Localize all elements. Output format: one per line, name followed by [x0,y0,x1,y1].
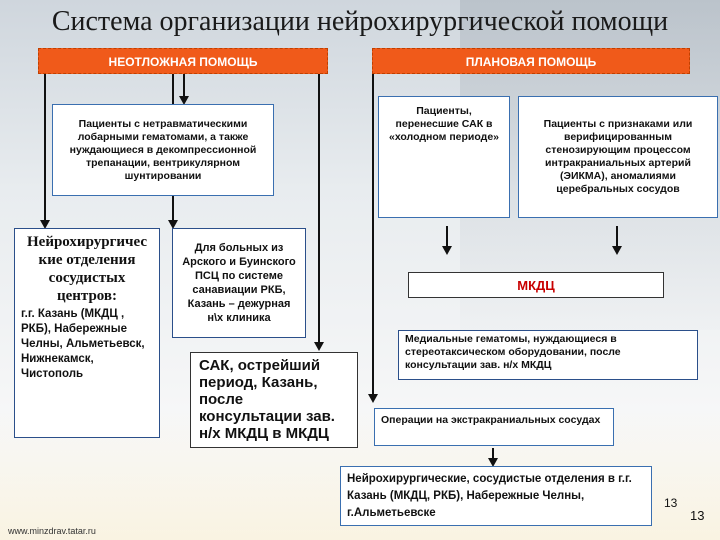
connector-left-trunk [44,74,46,222]
page-number-inner: 13 [664,496,678,510]
sak-cold-period-box: Пациенты, перенесшие САК в «холодном пер… [378,96,510,218]
page-title: Система организации нейрохирургической п… [51,6,669,37]
connector-planned-trunk [372,74,374,396]
arrow-to-arsk [168,220,178,229]
connector-sak-cold-to-mkdc [446,226,448,248]
nontraumatic-hematoma-box: Пациенты с нетравматическими лобарными г… [52,104,274,196]
planned-care-bar: ПЛАНОВАЯ ПОМОЩЬ [372,48,690,74]
emergency-care-bar: НЕОТЛОЖНАЯ ПОМОЩЬ [38,48,328,74]
stenosis-anomalies-box: Пациенты с признаками или верифицированн… [518,96,718,218]
connector-to-final [492,448,494,460]
final-departments-box: Нейрохирургические, сосудистые отделения… [340,466,652,526]
arrow-sak-cold-to-mkdc [442,246,452,255]
arrow-to-departments [40,220,50,229]
extracranial-surgery-box: Операции на экстракраниальных сосудах [374,408,614,446]
medial-hematoma-box: Медиальные гематомы, нуждающиеся в стере… [398,330,698,380]
page-number-outer: 13 [690,508,705,523]
arrow-stenosis-to-mkdc [612,246,622,255]
sak-acute-box: САК, острейший период, Казань, после кон… [190,352,358,448]
departments-cities: г.г. Казань (МКДЦ , РКБ), Набережные Чел… [21,308,145,380]
neurosurgical-departments-box: Нейрохирургичес кие отделения сосудистых… [14,228,160,438]
arsk-buinsk-box: Для больных из Арского и Буинского ПСЦ п… [172,228,306,338]
arrow-to-final [488,458,498,467]
arrow-to-sak-acute [314,342,324,351]
arrow-to-extracranial [368,394,378,403]
connector-stenosis-to-mkdc [616,226,618,248]
connector-emergency-right [318,74,320,344]
connector-emergency-mid [183,74,185,98]
departments-title: Нейрохирургичес кие отделения сосудистых… [27,234,147,304]
arrow-to-nontraumatic [179,96,189,105]
footer-url: www.minzdrav.tatar.ru [8,526,96,536]
mkdc-box: МКДЦ [408,272,664,298]
